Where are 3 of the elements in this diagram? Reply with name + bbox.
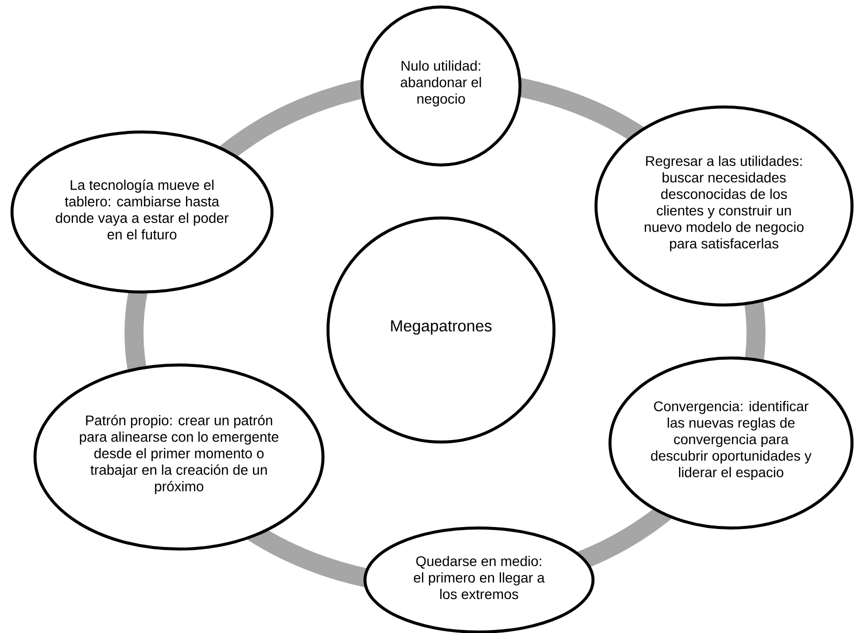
node-label: Quedarse en medio: el primero en llegar a los extremos <box>414 556 545 600</box>
node-label: Regresar a las utilidades: buscar necesidades desconocidas de los clientes y construir un nuevo modelo de negocio para satisfacerlas <box>644 156 804 252</box>
node-label: Convergencia: identificar las nuevas reglas de convergencia para descubrir oportunidades y liderar el espacio <box>651 400 812 480</box>
